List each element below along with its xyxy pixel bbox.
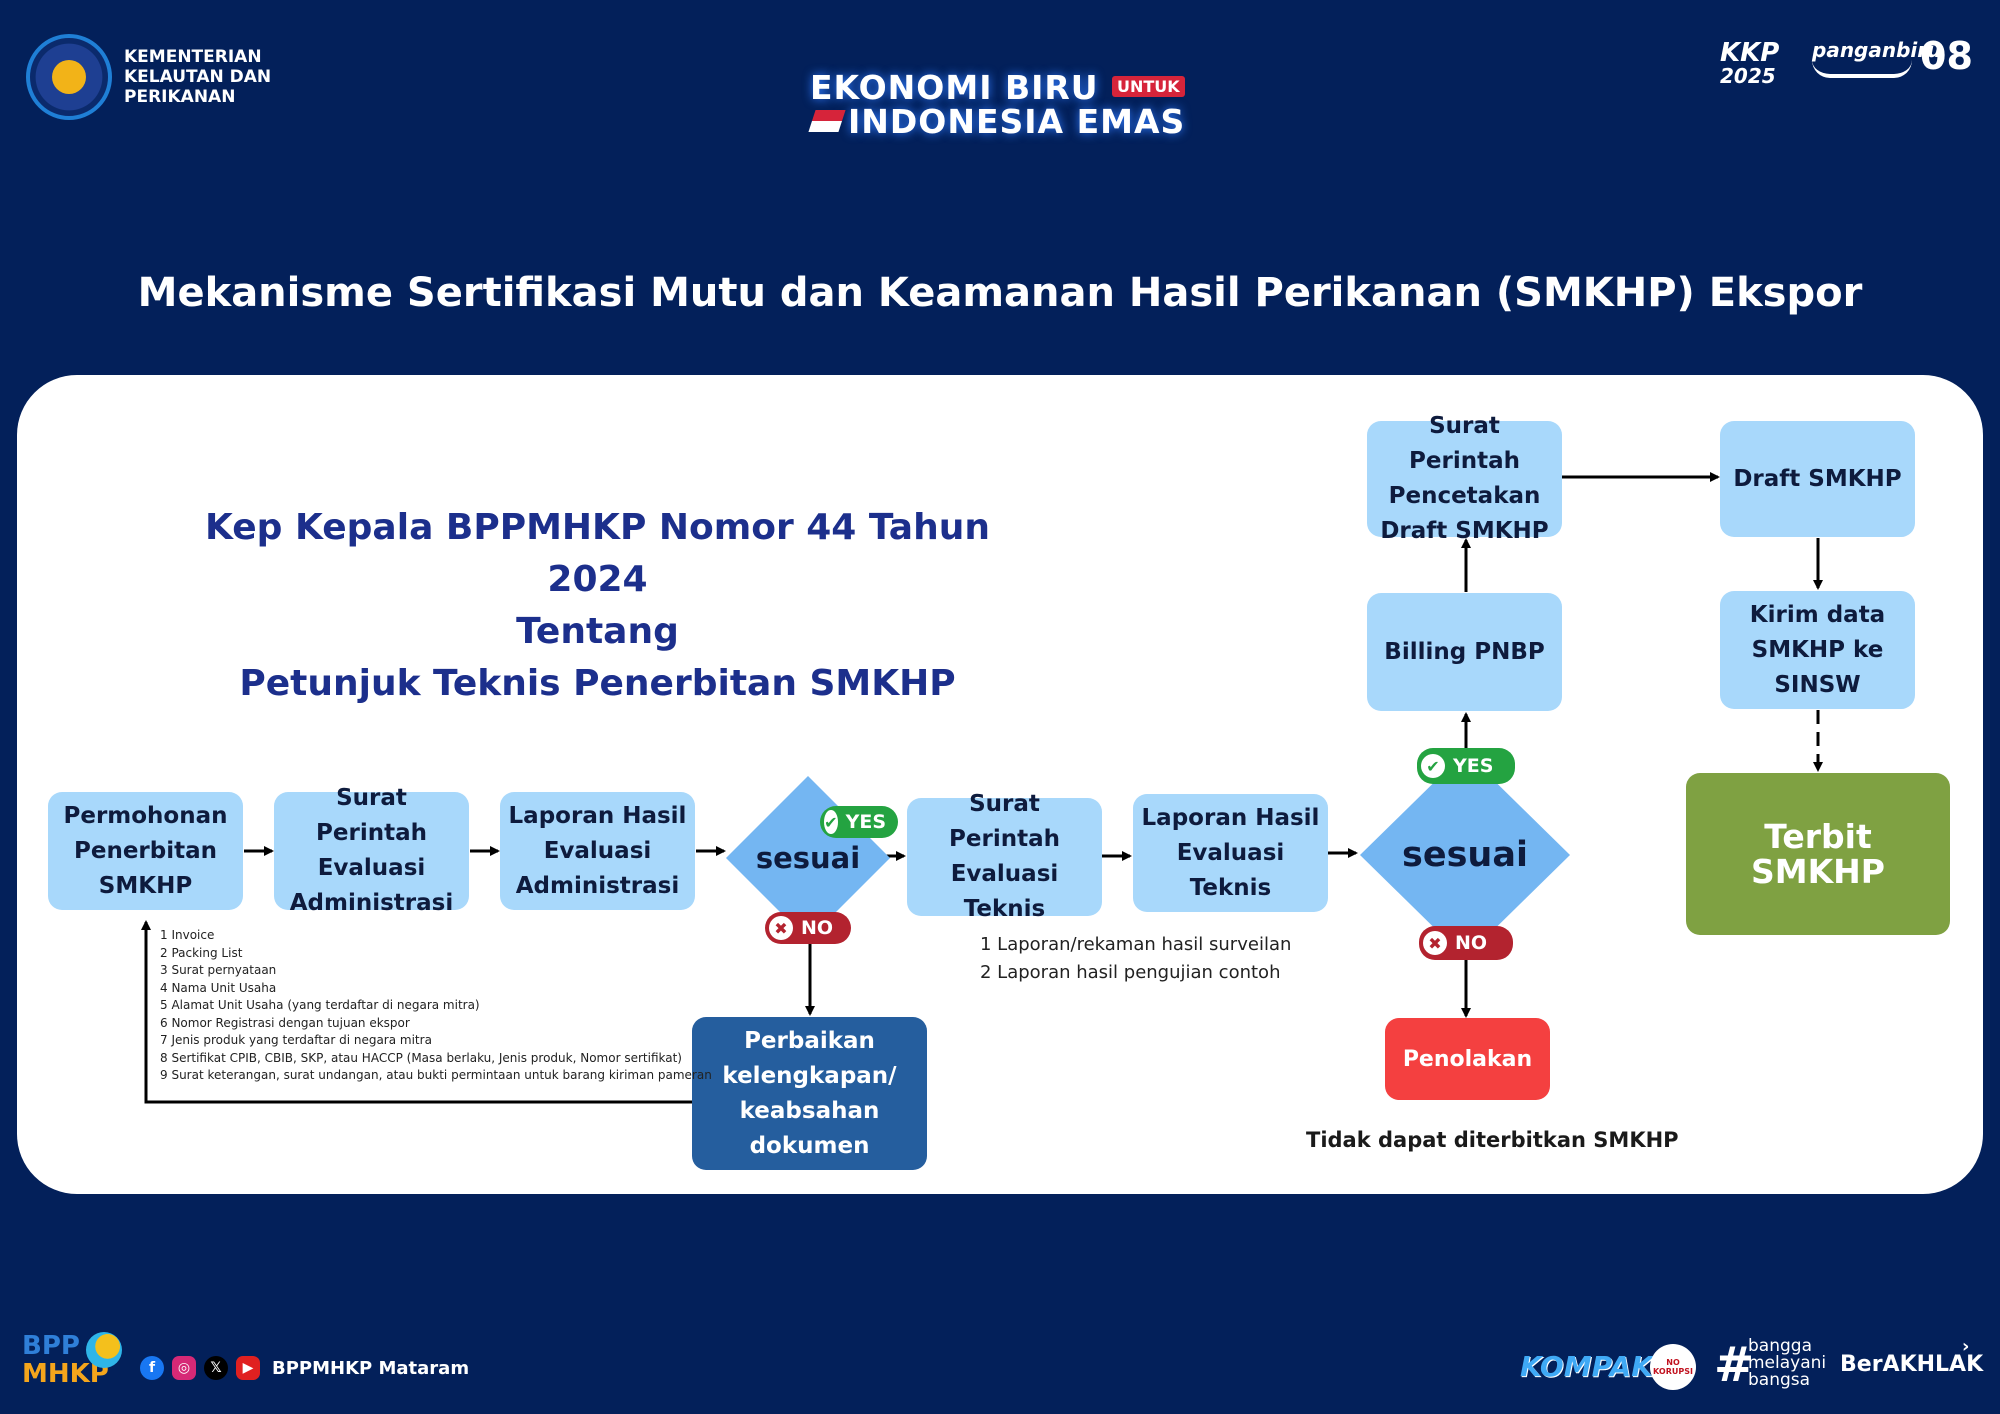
diagram-card — [17, 375, 1983, 1194]
document-item: 7 Jenis produk yang terdaftar di negara … — [160, 1033, 432, 1047]
node-laporan-evaluasi-administrasi: Laporan Hasil Evaluasi Administrasi — [500, 792, 695, 910]
instagram-icon[interactable]: ◎ — [172, 1356, 196, 1380]
no-badge-administrasi: ✖ NO — [765, 912, 851, 944]
facebook-icon[interactable]: f — [140, 1356, 164, 1380]
ekonomi-biru-line2: INDONESIA EMAS — [848, 102, 1186, 141]
yes-badge-administrasi: ✔ YES — [820, 806, 898, 838]
logo-top-text: BPP — [22, 1331, 80, 1361]
node-permohonan: Permohonan Penerbitan SMKHP — [48, 792, 243, 910]
untuk-tag: UNTUK — [1112, 76, 1185, 97]
technical-note-item: 1 Laporan/rekaman hasil surveilan — [980, 934, 1292, 955]
fish-icon — [86, 1332, 122, 1368]
x-icon: ✖ — [1423, 931, 1447, 955]
reference-line-1: Kep Kepala BPPMHKP Nomor 44 Tahun 2024 — [205, 507, 990, 600]
node-penolakan: Penolakan — [1385, 1018, 1550, 1100]
decision-label-1: sesuai — [755, 841, 861, 875]
kompak-logo: KOMPAK — [1520, 1350, 1653, 1383]
bmb-line-1: bangga — [1748, 1336, 1812, 1356]
no-badge-teknis: ✖ NO — [1419, 926, 1513, 960]
document-item: 4 Nama Unit Usaha — [160, 980, 277, 995]
berakhlak-logo: BerAKHLAK — [1840, 1352, 1984, 1377]
document-item: 5 Alamat Unit Usaha (yang terdaftar di n… — [160, 998, 480, 1012]
arrow-perbaikan-back-permohonan — [141, 920, 692, 1104]
node-perbaikan-dokumen: Perbaikan kelengkapan/ keabsahan dokumen — [692, 1017, 927, 1170]
reference-text: Kep Kepala BPPMHKP Nomor 44 Tahun 2024 T… — [170, 502, 1025, 710]
bmb-line-2: melayani — [1748, 1353, 1827, 1373]
node-billing-pnbp: Billing PNBP — [1367, 593, 1562, 711]
x-twitter-icon[interactable]: 𝕏 — [204, 1356, 228, 1380]
garuda-icon — [52, 60, 86, 94]
panganbiru-logo: panganbiru — [1812, 38, 1942, 62]
node-kirim-sinsw: Kirim data SMKHP ke SINSW — [1720, 591, 1915, 709]
check-icon: ✔ — [824, 810, 838, 834]
reference-line-2: Tentang — [516, 611, 679, 652]
kkp-year: 2025 — [1720, 64, 1776, 88]
anti-corruption-text: NO KORUPSI — [1653, 1358, 1693, 1376]
no-label: NO — [801, 917, 834, 939]
kkp-text: KKP — [1720, 38, 1780, 68]
bmb-line-3: bangsa — [1748, 1370, 1811, 1390]
wave-icon — [1812, 60, 1912, 78]
bppmhkp-logo: BPP MHKP — [22, 1332, 132, 1392]
yes-label: YES — [845, 811, 886, 833]
node-sp-evaluasi-teknis: Surat Perintah Evaluasi Teknis — [907, 791, 1102, 922]
decision-label-2: sesuai — [1402, 835, 1528, 875]
yes-label: YES — [1453, 755, 1494, 777]
document-item: 8 Sertifikat CPIB, CBIB, SKP, atau HACCP… — [160, 1050, 682, 1065]
kkp-2025-logo: KKP 2025 — [1720, 40, 1800, 86]
diamond-shape — [1360, 752, 1570, 958]
document-item: 2 Packing List — [160, 945, 243, 960]
node-sp-pencetakan-draft: Surat Perintah Pencetakan Draft SMKHP — [1367, 413, 1562, 544]
page-title: Mekanisme Sertifikasi Mutu dan Keamanan … — [137, 270, 1863, 316]
ministry-line-3: PERIKANAN — [124, 87, 236, 107]
required-documents-list: 1 Invoice 2 Packing List 3 Surat pernyat… — [160, 927, 712, 1085]
anti-corruption-logo: NO KORUPSI — [1650, 1344, 1696, 1390]
chevron-right-icon: › — [1962, 1336, 1970, 1357]
social-handle: BPPMHKP Mataram — [272, 1358, 470, 1379]
ministry-line-2: KELAUTAN DAN — [124, 67, 272, 87]
bangga-melayani-bangsa-logo: bangga melayani bangsa — [1748, 1338, 1826, 1389]
youtube-icon[interactable]: ▶ — [236, 1356, 260, 1380]
social-icons: f ◎ 𝕏 ▶ — [140, 1356, 260, 1380]
decision-sesuai-teknis: sesuai — [1360, 752, 1570, 958]
reference-line-3: Petunjuk Teknis Penerbitan SMKHP — [239, 663, 956, 704]
yes-badge-teknis: ✔ YES — [1417, 748, 1515, 784]
hashtag-icon: # — [1714, 1337, 1755, 1393]
growth-08-logo: 08 — [1920, 34, 1973, 78]
document-item: 3 Surat pernyataan — [160, 963, 277, 977]
node-draft-smkhp: Draft SMKHP — [1720, 421, 1915, 537]
ekonomi-biru-logo: EKONOMI BIRU UNTUK INDONESIA EMAS — [800, 64, 1200, 144]
node-sp-evaluasi-administrasi: Surat Perintah Evaluasi Administrasi — [274, 785, 469, 916]
node-laporan-evaluasi-teknis: Laporan Hasil Evaluasi Teknis — [1133, 794, 1328, 912]
technical-note-item: 2 Laporan hasil pengujian contoh — [980, 962, 1281, 983]
node-terbit-smkhp: Terbit SMKHP — [1686, 773, 1950, 935]
ministry-emblem — [26, 34, 112, 120]
no-label: NO — [1455, 932, 1488, 954]
ministry-name: KEMENTERIAN KELAUTAN DAN PERIKANAN — [124, 47, 271, 107]
x-icon: ✖ — [769, 916, 793, 940]
document-item: 6 Nomor Registrasi dengan tujuan ekspor — [160, 1015, 410, 1030]
document-item: 9 Surat keterangan, surat undangan, atau… — [160, 1068, 712, 1082]
check-icon: ✔ — [1421, 754, 1445, 778]
ekonomi-biru-line1: EKONOMI BIRU — [810, 68, 1099, 107]
document-item: 1 Invoice — [160, 928, 215, 942]
rejection-note: Tidak dapat diterbitkan SMKHP — [1306, 1128, 1679, 1152]
technical-evaluation-notes: 1 Laporan/rekaman hasil surveilan 2 Lapo… — [980, 931, 1291, 987]
ministry-line-1: KEMENTERIAN — [124, 47, 262, 67]
